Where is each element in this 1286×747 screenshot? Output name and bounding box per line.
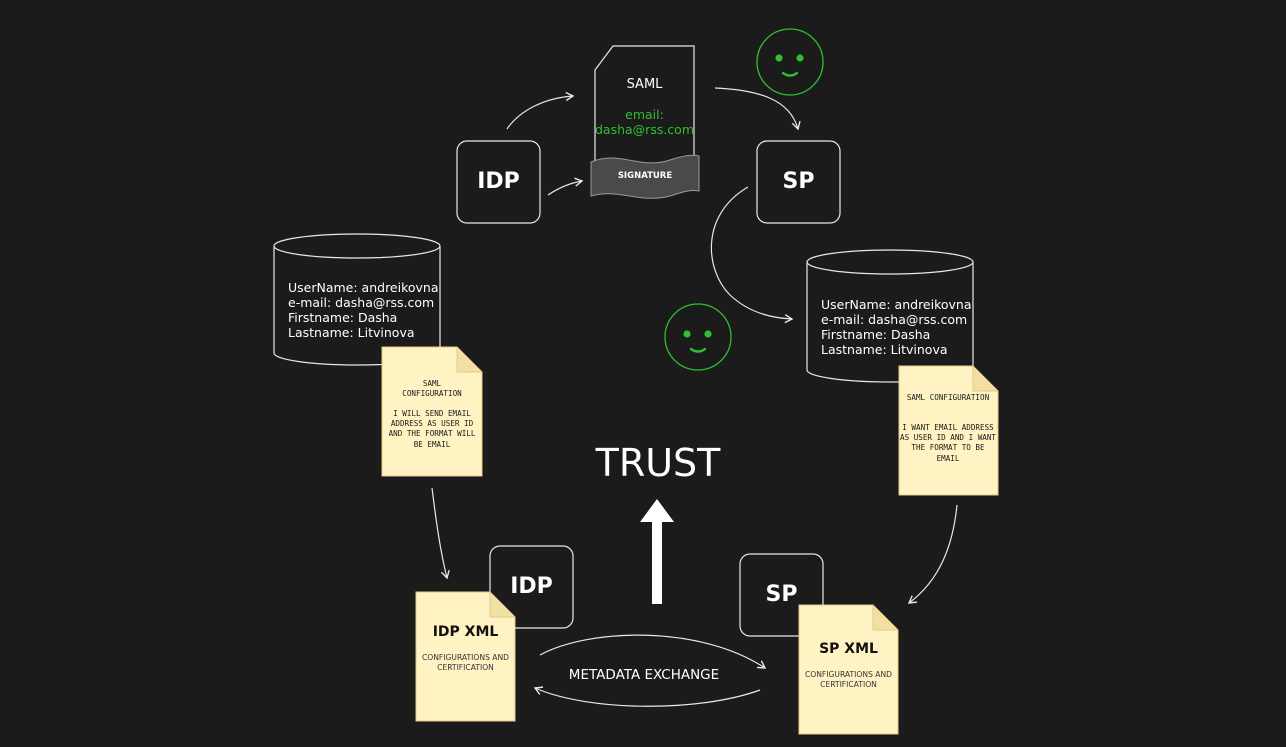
idp-db-line-4: Lastname: Litvinova: [288, 325, 415, 340]
smiley-face-icon: [664, 303, 732, 371]
arrow-idp-note-to-xml: [431, 487, 450, 580]
sp-db-line-2: e-mail: dasha@rss.com: [821, 312, 968, 327]
sp-label-top: SP: [782, 169, 815, 194]
sp-box-top: [756, 140, 841, 224]
smiley-face-icon: [756, 28, 824, 96]
idp-note-title: SAML CONFIGURATION: [402, 379, 462, 399]
arrow-metadata-to-sp: [539, 634, 767, 669]
idp-box-top: [456, 140, 541, 224]
sp-database: [806, 249, 974, 383]
idp-label-top: IDP: [477, 169, 520, 194]
idp-config-note: [381, 346, 483, 477]
arrow-metadata-to-idp: [533, 686, 761, 707]
sp-note-title: SAML CONFIGURATION: [906, 393, 990, 402]
signature-ribbon: [590, 154, 700, 199]
arrow-idp-to-saml-lower: [547, 177, 584, 196]
idp-xml-title: IDP XML: [432, 624, 499, 640]
trust-arrow-icon: [640, 499, 674, 604]
idp-db-line-1: UserName: andreikovna: [288, 280, 439, 295]
sp-db-line-4: Lastname: Litvinova: [821, 342, 948, 357]
metadata-exchange-label: METADATA EXCHANGE: [568, 667, 720, 683]
arrow-sp-to-db: [710, 186, 794, 324]
idp-db-line-3: Firstname: Dasha: [288, 310, 398, 325]
sp-note-body: I WANT EMAIL ADDRESS AS USER ID AND I WA…: [900, 423, 997, 463]
sp-db-line-3: Firstname: Dasha: [821, 327, 931, 342]
sp-xml-title: SP XML: [819, 641, 878, 657]
trust-label: TRUST: [595, 441, 721, 485]
arrow-idp-to-saml-upper: [506, 91, 575, 130]
idp-note-body: I WILL SEND EMAIL ADDRESS AS USER ID AND…: [388, 409, 476, 449]
signature-label: SIGNATURE: [617, 171, 673, 181]
sp-db-line-1: UserName: andreikovna: [821, 297, 972, 312]
idp-xml-subtitle: CONFIGURATIONS AND CERTIFICATION: [421, 653, 510, 672]
idp-db-line-2: e-mail: dasha@rss.com: [288, 295, 435, 310]
sp-label-bottom: SP: [765, 582, 798, 607]
sp-xml-document: [798, 604, 899, 735]
saml-title: SAML: [626, 77, 663, 92]
arrow-saml-to-sp: [714, 87, 801, 131]
idp-box-bottom: [489, 545, 574, 629]
saml-email-label: email:: [625, 107, 664, 122]
idp-label-bottom: IDP: [510, 574, 553, 599]
arrow-sp-note-to-xml: [907, 504, 958, 604]
sp-xml-subtitle: CONFIGURATIONS AND CERTIFICATION: [804, 670, 893, 689]
sp-config-note: [898, 365, 999, 496]
idp-xml-document: [415, 591, 516, 722]
saml-email-value: dasha@rss.com: [594, 122, 695, 137]
idp-database: [273, 233, 441, 366]
